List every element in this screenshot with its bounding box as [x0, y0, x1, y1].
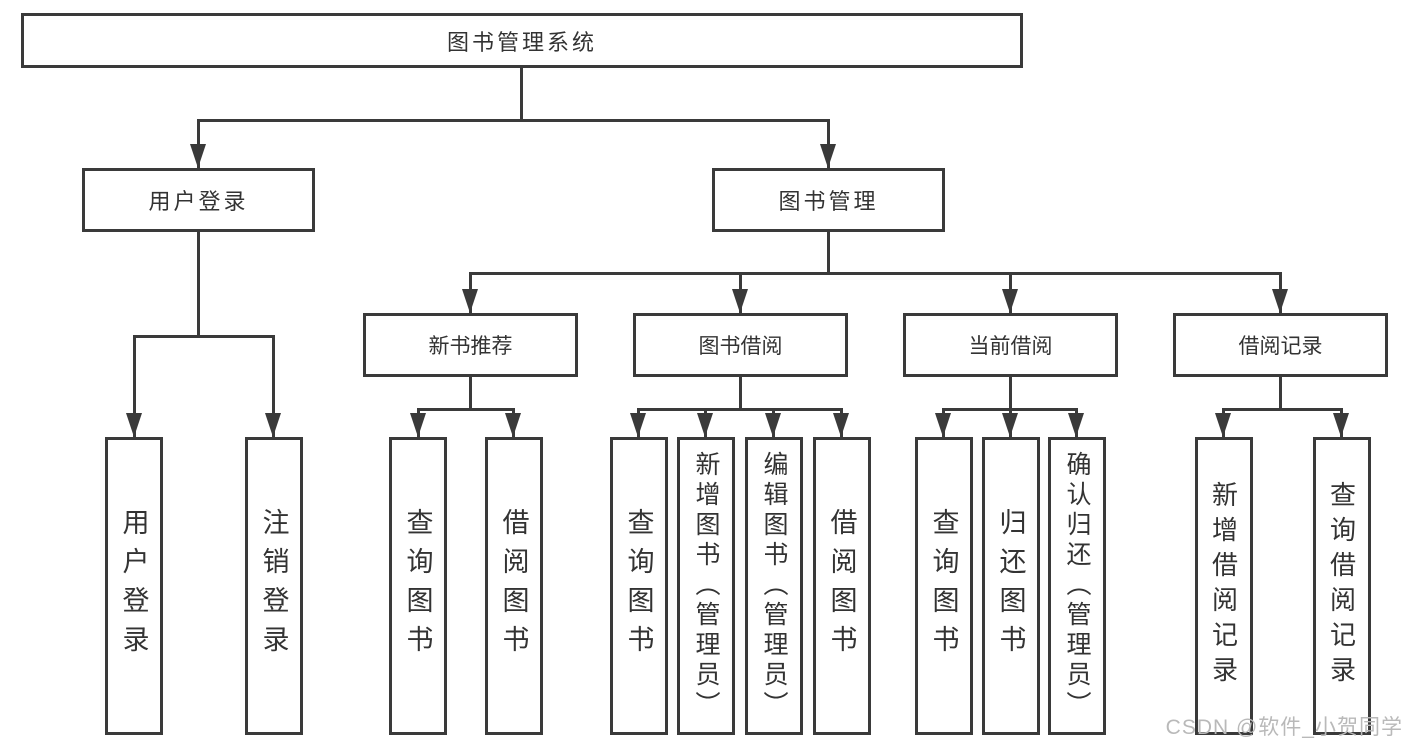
connector-root-branch	[197, 119, 830, 122]
connector-records-branch	[1222, 408, 1342, 411]
arrow-cb-leaf1	[935, 413, 951, 437]
arrow-to-book-borrowing	[732, 289, 748, 313]
connector-to-user-login	[197, 119, 200, 168]
leaf-add-books-admin: 新增图书（管理员）	[677, 437, 735, 735]
leaf-logout: 注销登录	[245, 437, 303, 735]
connector-borrowing-branch	[637, 408, 842, 411]
arrow-to-book-management	[820, 144, 836, 168]
node-user-login: 用户登录	[82, 168, 315, 232]
leaf-borrow-books-2: 借阅图书	[813, 437, 871, 735]
connector-to-leaf-logout	[272, 335, 275, 437]
node-library-system: 图书管理系统	[21, 13, 1023, 68]
leaf-query-books-3: 查询图书	[915, 437, 973, 735]
node-new-book-recommend: 新书推荐	[363, 313, 578, 377]
connector-new-book-branch	[417, 408, 514, 411]
arrow-bb-leaf2	[697, 413, 713, 437]
arrow-to-leaf-logout	[265, 413, 281, 437]
arrow-to-new-book	[462, 289, 478, 313]
leaf-borrow-books-1: 借阅图书	[485, 437, 543, 735]
node-borrowing-records: 借阅记录	[1173, 313, 1388, 377]
connector-book-mgmt-branch	[469, 272, 1281, 275]
arrow-br-leaf1	[1215, 413, 1231, 437]
arrow-bb-leaf4	[833, 413, 849, 437]
arrow-nb-leaf2	[505, 413, 521, 437]
connector-to-leaf-user-login	[133, 335, 136, 437]
arrow-cb-leaf3	[1068, 413, 1084, 437]
csdn-watermark: CSDN @软件_小贺同学	[1165, 716, 1403, 739]
connector-current-stem	[1009, 377, 1012, 408]
leaf-return-books: 归还图书	[982, 437, 1040, 735]
leaf-query-books-1: 查询图书	[389, 437, 447, 735]
connector-root-stem	[520, 68, 523, 119]
connector-user-login-stem	[197, 232, 200, 335]
connector-records-stem	[1279, 377, 1282, 408]
arrow-to-leaf-user-login	[126, 413, 142, 437]
arrow-to-borrow-records	[1272, 289, 1288, 313]
arrow-nb-leaf1	[410, 413, 426, 437]
leaf-edit-books-admin: 编辑图书（管理员）	[745, 437, 803, 735]
arrow-bb-leaf1	[630, 413, 646, 437]
arrow-cb-leaf2	[1002, 413, 1018, 437]
node-book-borrowing: 图书借阅	[633, 313, 848, 377]
arrow-bb-leaf3	[765, 413, 781, 437]
leaf-confirm-return-admin: 确认归还（管理员）	[1048, 437, 1106, 735]
arrow-to-user-login	[190, 144, 206, 168]
leaf-query-borrow-record: 查询借阅记录	[1313, 437, 1371, 735]
leaf-add-borrow-record: 新增借阅记录	[1195, 437, 1253, 735]
arrow-to-current-borrowing	[1002, 289, 1018, 313]
leaf-user-login: 用户登录	[105, 437, 163, 735]
connector-borrowing-stem	[739, 377, 742, 408]
connector-new-book-stem	[469, 377, 472, 408]
node-book-management: 图书管理	[712, 168, 945, 232]
connector-user-login-branch	[133, 335, 275, 338]
arrow-br-leaf2	[1333, 413, 1349, 437]
connector-to-book-management	[827, 119, 830, 168]
node-current-borrowing: 当前借阅	[903, 313, 1118, 377]
leaf-query-books-2: 查询图书	[610, 437, 668, 735]
connector-book-mgmt-stem	[827, 232, 830, 272]
